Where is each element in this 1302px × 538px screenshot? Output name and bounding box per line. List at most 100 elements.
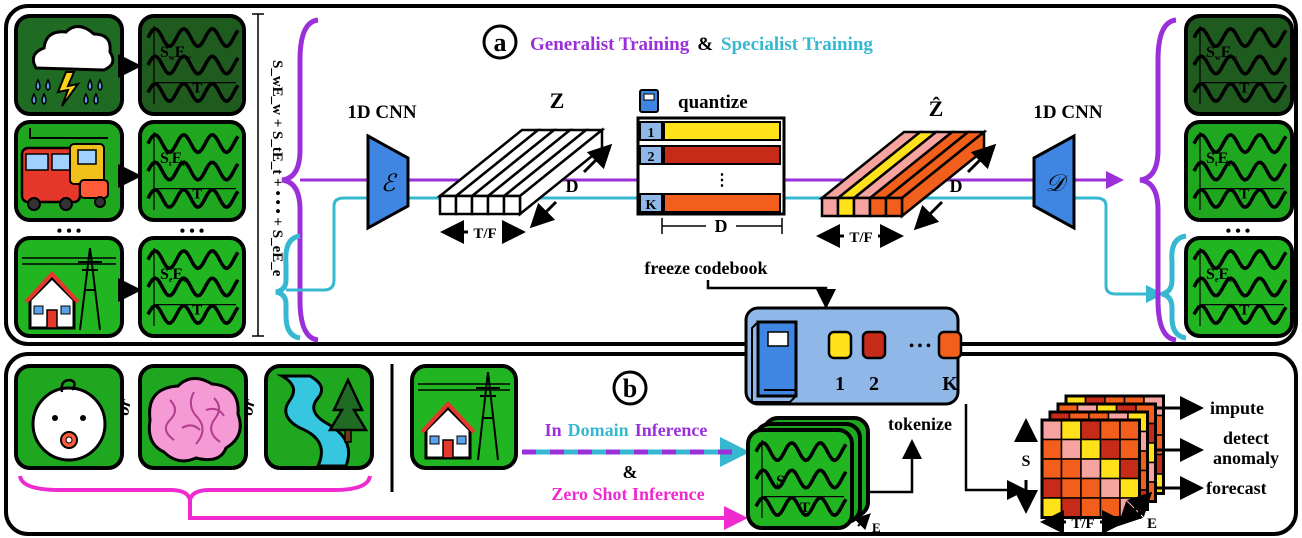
token-cell: [1119, 458, 1141, 480]
codebook-panel-tokens: 1 2 K: [827, 330, 963, 395]
title-amp: &: [697, 34, 713, 55]
signal-wave: [1192, 276, 1288, 298]
tile-se-label: SeEe: [160, 266, 187, 284]
codebook-token-label-1: 1: [835, 373, 845, 395]
token-cell: [1041, 497, 1063, 519]
dataset-sum-label: S_wE_w + S_tE_t + • • • + S_eE_e: [269, 60, 285, 277]
latent-zhat-block: [818, 129, 988, 219]
decoder: 1D CNN 𝒟: [1032, 102, 1103, 231]
signal-wave: [146, 160, 240, 182]
codebook-panel-book-icon: [751, 320, 798, 403]
decoder-label: 1D CNN: [1033, 102, 1102, 123]
tile-t-label: T: [192, 302, 202, 318]
signal-wave: [1192, 187, 1288, 210]
codebook-book-icon: [639, 89, 659, 113]
latent-z-strip-front-3: [470, 194, 490, 216]
token-cell: [1099, 477, 1121, 499]
token-cell: [1041, 438, 1063, 460]
codebook-panel-ellipsis: • • •: [909, 339, 931, 354]
codebook-token-label-3: K: [942, 373, 958, 395]
token-cell: [1041, 477, 1063, 499]
left-brace: [275, 17, 319, 343]
token-cell: [1099, 419, 1121, 441]
input-tile-stack: STE: [746, 416, 881, 535]
title-generalist: Generalist Training: [530, 34, 690, 55]
latent-z-axis-label: T/F: [473, 226, 496, 242]
codebook-row-vector-1: [663, 121, 781, 141]
codebook-row-vector-4: [663, 193, 781, 213]
encoder: 1D CNN ℰ: [347, 102, 417, 231]
freeze-codebook: freeze codebook: [644, 258, 836, 309]
codebook-row-label-4: K: [646, 198, 657, 213]
signal-wave: [146, 276, 240, 298]
encoder-label: 1D CNN: [347, 102, 416, 123]
codebook-row-vector-3: [664, 170, 780, 188]
signal-wave: [754, 495, 848, 518]
task-anomaly: anomaly: [1213, 448, 1279, 468]
latent-zhat-strip-front-3: [852, 196, 872, 218]
latent-zhat-axis: T/F: [816, 224, 904, 248]
codebook-token-label-2: 2: [869, 373, 879, 395]
token-cell: [1099, 458, 1121, 480]
token-cell: [1080, 458, 1102, 480]
power-line-house-icon: [22, 247, 116, 331]
token-cell: [1080, 438, 1102, 460]
token-cell: [1060, 458, 1082, 480]
latent-z-block: [436, 127, 606, 217]
token-cell: [1060, 419, 1082, 441]
signal-wave: [754, 468, 848, 490]
signal-wave: [1192, 132, 1288, 155]
codebook-token-2: [861, 330, 887, 360]
codebook-width-label: D: [715, 216, 728, 236]
token-cell: [1060, 497, 1082, 519]
badge-a: [482, 24, 518, 60]
token-grid-e-label: E: [1147, 516, 1157, 532]
latent-z-strip-front-5: [502, 194, 522, 216]
token-cell: [1041, 458, 1063, 480]
dataset-sum-axis: S_wE_w + S_tE_t + • • • + S_eE_e: [252, 13, 285, 337]
codebook-panel: 1 2 K • • •: [744, 306, 963, 406]
latent-z-strip-front-2: [454, 194, 474, 216]
codebook: quantize 12⋮K D: [636, 89, 786, 236]
tile-t-label: T: [192, 186, 202, 202]
signal-wave: [146, 54, 240, 76]
codebook-row-label-2: 2: [648, 150, 655, 165]
signal-wave: [754, 440, 848, 463]
tile-t-label: T: [192, 80, 202, 96]
signal-wave: [146, 303, 240, 326]
latent-zhat-depth-label: D: [950, 176, 963, 196]
tile-t-label: T: [1239, 186, 1249, 202]
token-cell: [1060, 477, 1082, 499]
codebook-token-1: [827, 330, 853, 360]
river-icon: [276, 374, 369, 468]
token-cell: [1119, 419, 1141, 441]
encoder-symbol: ℰ: [381, 171, 398, 197]
signal-wave: [1192, 54, 1288, 76]
freeze-codebook-label: freeze codebook: [644, 258, 767, 278]
input-stack-e-label: E: [872, 520, 881, 535]
latent-zhat-strip-front-2: [836, 196, 856, 218]
power-line-house-tile: [14, 236, 124, 338]
codebook-row-index-4: [639, 193, 663, 213]
tile-se-label: StEt: [160, 150, 185, 168]
latent-z-strip-front-4: [486, 194, 506, 216]
task-impute: impute: [1210, 398, 1264, 418]
storm-cloud-icon: [31, 25, 115, 107]
codebook-row-index-2: [639, 145, 663, 165]
token-grid-tf-label: T/F: [1071, 516, 1094, 532]
signal-wave: [1192, 26, 1288, 49]
decoder-trapezoid: [1032, 133, 1076, 231]
river-tile: [264, 364, 374, 470]
codebook-row-label-3: ⋮: [714, 172, 730, 189]
input-stack-t-label: T: [800, 500, 810, 516]
signal-wave: [146, 81, 240, 104]
tile-se-label: SwEw: [160, 44, 191, 62]
token-grid-layer-4: [1040, 418, 1141, 519]
token-cell: [1119, 438, 1141, 460]
